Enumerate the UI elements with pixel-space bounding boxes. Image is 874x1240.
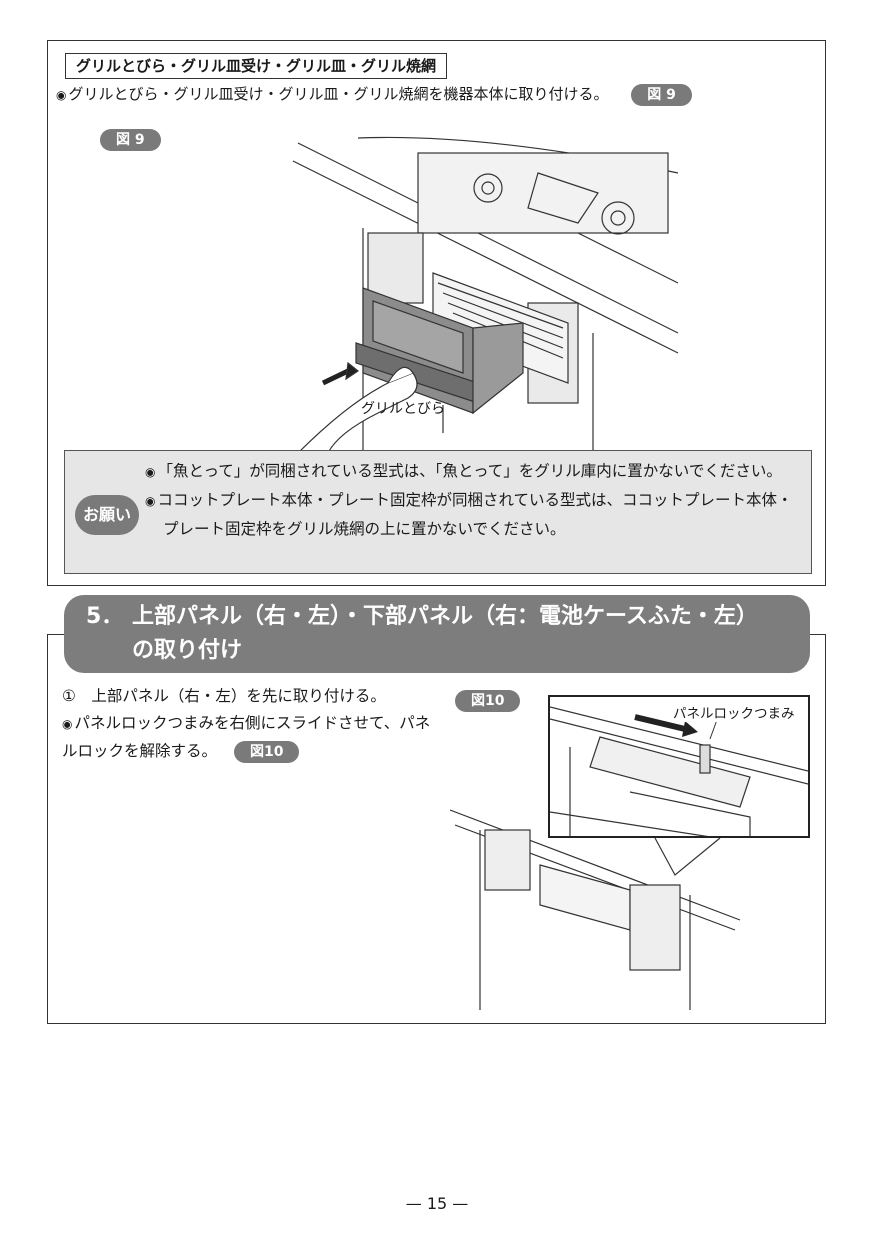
panel-lock-callout: パネルロックつまみ (672, 702, 796, 722)
section-panel-install (47, 634, 826, 1024)
grill-door-illustration (292, 136, 679, 458)
figure-label-badge: 図10 (455, 690, 521, 712)
section-heading-line2: の取り付け (132, 638, 243, 663)
instruction-line: ◉グリルとびら・グリル皿受け・グリル皿・グリル焼網を機器本体に取り付ける。 図 … (56, 83, 692, 106)
step-1-sub: ◉パネルロックつまみを右側にスライドさせて、パネルロックを解除する。 図10 (62, 710, 442, 765)
panel-lock-detail-drawing (550, 706, 808, 836)
caution-item: ◉「魚とって」が同梱されている型式は、「魚とって」をグリル庫内に置かないでくださ… (145, 462, 782, 480)
panel-lock-illustration (450, 809, 741, 1010)
frame-edge (47, 634, 64, 635)
page-number: — 15 — (405, 1194, 469, 1213)
caution-note: お願い ◉「魚とって」が同梱されている型式は、「魚とって」をグリル庫内に置かない… (64, 450, 812, 574)
step-list: ① 上部パネル（右・左）を先に取り付ける。 ◉パネルロックつまみを右側にスライド… (62, 683, 442, 765)
caution-item: ◉ココットプレート本体・プレート固定枠が同梱されている型式は、ココットプレート本… (145, 491, 793, 538)
caution-badge: お願い (75, 495, 139, 535)
bullet-icon: ◉ (56, 88, 67, 102)
figure-label-badge: 図 9 (100, 129, 161, 151)
caution-text: ◉「魚とって」が同梱されている型式は、「魚とって」をグリル庫内に置かないでくださ… (145, 457, 805, 543)
figure-ref-badge: 図10 (233, 740, 300, 763)
bullet-icon: ◉ (62, 717, 73, 731)
section-number: 5． (86, 604, 124, 629)
section-heading: 5． 上部パネル（右・左）・下部パネル（右：電池ケースふた・左） の取り付け (64, 595, 810, 673)
section-heading-line1: 上部パネル（右・左）・下部パネル（右：電池ケースふた・左） (132, 604, 758, 629)
section-grill-parts: グリルとびら・グリル皿受け・グリル皿・グリル焼網 ◉グリルとびら・グリル皿受け・… (47, 40, 826, 586)
grill-door-callout: グリルとびら (361, 401, 445, 417)
figure-ref-badge: 図 9 (631, 83, 692, 106)
instruction-text: グリルとびら・グリル皿受け・グリル皿・グリル焼網を機器本体に取り付ける。 (68, 85, 609, 103)
bullet-icon: ◉ (145, 465, 156, 479)
section-title: グリルとびら・グリル皿受け・グリル皿・グリル焼網 (65, 53, 448, 79)
step-1: ① 上部パネル（右・左）を先に取り付ける。 (62, 687, 386, 705)
frame-edge (810, 634, 826, 635)
bullet-icon: ◉ (145, 494, 156, 508)
